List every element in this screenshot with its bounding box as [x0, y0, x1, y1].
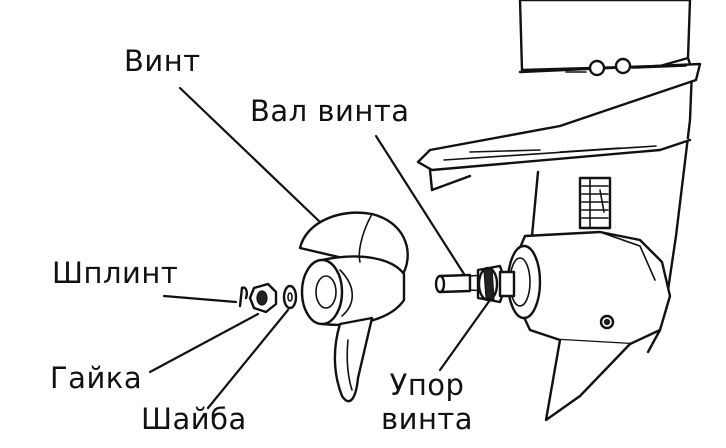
propeller — [298, 211, 409, 403]
washer — [282, 284, 298, 310]
label-propeller: Винт — [124, 44, 201, 78]
label-thrust-washer: Упор винта — [381, 368, 473, 436]
label-washer: Шайба — [141, 402, 247, 436]
label-propeller-shaft: Вал винта — [250, 94, 410, 128]
label-cotter-pin: Шплинт — [52, 256, 179, 290]
leader-washer — [206, 308, 290, 410]
thrust-washer — [476, 264, 516, 304]
lower-unit-housing — [416, 0, 702, 422]
cotter-pin — [238, 286, 248, 308]
propeller-shaft — [434, 273, 501, 294]
label-thrust-washer-line1: Упор — [389, 368, 465, 402]
label-thrust-washer-line2: винта — [381, 402, 474, 436]
nut — [248, 282, 278, 314]
leader-propeller-shaft — [374, 134, 466, 276]
leader-thrust-washer — [438, 298, 492, 372]
label-nut: Гайка — [50, 361, 143, 395]
leader-cotter-pin — [162, 294, 238, 304]
leader-propeller — [178, 86, 322, 224]
leader-lines — [148, 86, 492, 410]
leader-nut — [148, 312, 260, 374]
